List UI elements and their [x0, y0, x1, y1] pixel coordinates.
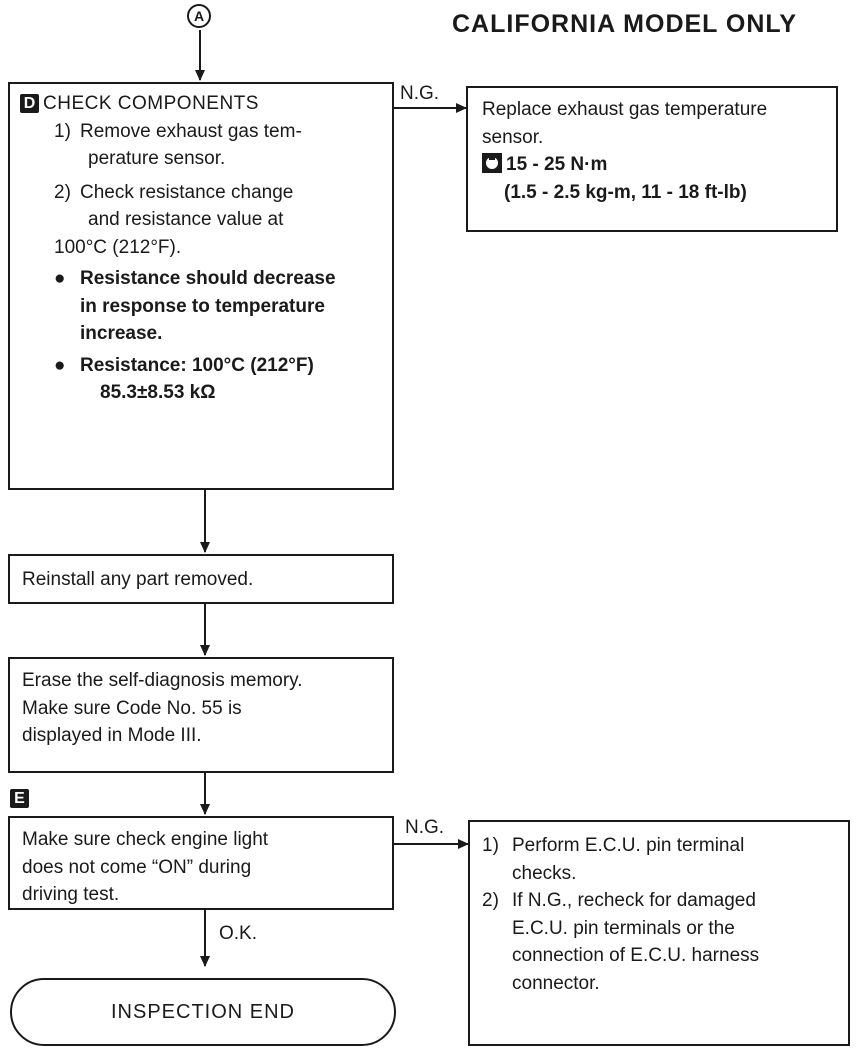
erase-memory-box: Erase the self-diagnosis memory. Make su…: [8, 657, 394, 773]
step-2-line-2: and resistance value at: [88, 209, 284, 231]
torque-wrench-icon: [482, 153, 502, 174]
bullet-dot-1: ●: [54, 268, 66, 290]
replace-line-2: sensor.: [482, 126, 544, 148]
ecu-item-1-line-2: checks.: [512, 862, 577, 884]
reinstall-box: Reinstall any part removed.: [8, 554, 394, 604]
ecu-item-1-number: 1): [482, 835, 499, 856]
ecu-item-2-line-3: connection of E.C.U. harness: [512, 945, 760, 967]
step-2-line-3: 100°C (212°F).: [54, 236, 182, 258]
torque-line-2: (1.5 - 2.5 kg-m, 11 - 18 ft-lb): [504, 181, 747, 203]
check-engine-light-box: Make sure check engine light does not co…: [8, 816, 394, 910]
bullet-1: ● Resistance should decrease in response…: [54, 265, 382, 348]
ng-label-1: N.G.: [400, 83, 440, 104]
erase-line-2: Make sure Code No. 55 is: [22, 697, 242, 719]
step-1-line-2: perature sensor.: [88, 148, 226, 170]
step-1-number: 1): [54, 120, 71, 142]
check-engine-line-1: Make sure check engine light: [22, 829, 269, 850]
check-components-title: CHECK COMPONENTS: [43, 93, 259, 114]
torque-line-1: 15 - 25 N·m: [506, 154, 608, 176]
ecu-item-2-number: 2): [482, 890, 499, 912]
bullet-1-line-2: in response to temperature: [80, 295, 325, 317]
check-engine-line-2: does not come “ON” during: [22, 856, 252, 878]
reinstall-text: Reinstall any part removed.: [22, 569, 254, 590]
ecu-check-box: 1) Perform E.C.U. pin terminal checks. 2…: [468, 820, 850, 1046]
ecu-item-2: 2) If N.G., recheck for damaged E.C.U. p…: [482, 887, 836, 997]
ecu-item-1-line-1: Perform E.C.U. pin terminal: [512, 835, 745, 856]
replace-sensor-box: Replace exhaust gas temperature sensor. …: [466, 86, 838, 232]
check-engine-line-3: driving test.: [22, 884, 120, 906]
inspection-end-label: INSPECTION END: [110, 1001, 296, 1023]
bullet-2-line-1: Resistance: 100°C (212°F): [80, 354, 314, 376]
bullet-1-line-1: Resistance should decrease: [80, 268, 336, 290]
erase-line-1: Erase the self-diagnosis memory.: [22, 670, 303, 691]
step-1-line-1: Remove exhaust gas tem-: [80, 120, 302, 142]
ng-label-2: N.G.: [405, 817, 445, 838]
ecu-item-2-line-1: If N.G., recheck for damaged: [512, 890, 756, 912]
bullet-1-line-3: increase.: [80, 323, 163, 345]
step-1: 1) Remove exhaust gas tem- perature sens…: [54, 118, 382, 173]
step-2-line-1: Check resistance change: [80, 181, 294, 203]
torque-spec: 15 - 25 N·m: [482, 151, 822, 179]
ecu-item-1: 1) Perform E.C.U. pin terminal checks.: [482, 832, 836, 887]
bullet-2-line-2: 85.3±8.53 kΩ: [100, 382, 216, 404]
step-d-badge: D: [20, 94, 39, 113]
replace-line-1: Replace exhaust gas temperature: [482, 99, 768, 120]
inspection-end-terminal: INSPECTION END: [10, 978, 396, 1046]
step-2: 2) Check resistance change and resistanc…: [54, 179, 382, 234]
ecu-item-2-line-2: E.C.U. pin terminals or the: [512, 917, 735, 939]
step-2-number: 2): [54, 181, 71, 203]
bullet-2: ● Resistance: 100°C (212°F) 85.3±8.53 kΩ: [54, 352, 382, 407]
ok-label: O.K.: [219, 923, 258, 944]
erase-line-3: displayed in Mode III.: [22, 725, 202, 747]
page-title: CALIFORNIA MODEL ONLY: [452, 10, 798, 38]
step-e-badge: E: [10, 789, 29, 808]
bullet-dot-2: ●: [54, 354, 66, 376]
ecu-item-2-line-4: connector.: [512, 972, 600, 994]
connector-a-label: A: [187, 4, 211, 28]
